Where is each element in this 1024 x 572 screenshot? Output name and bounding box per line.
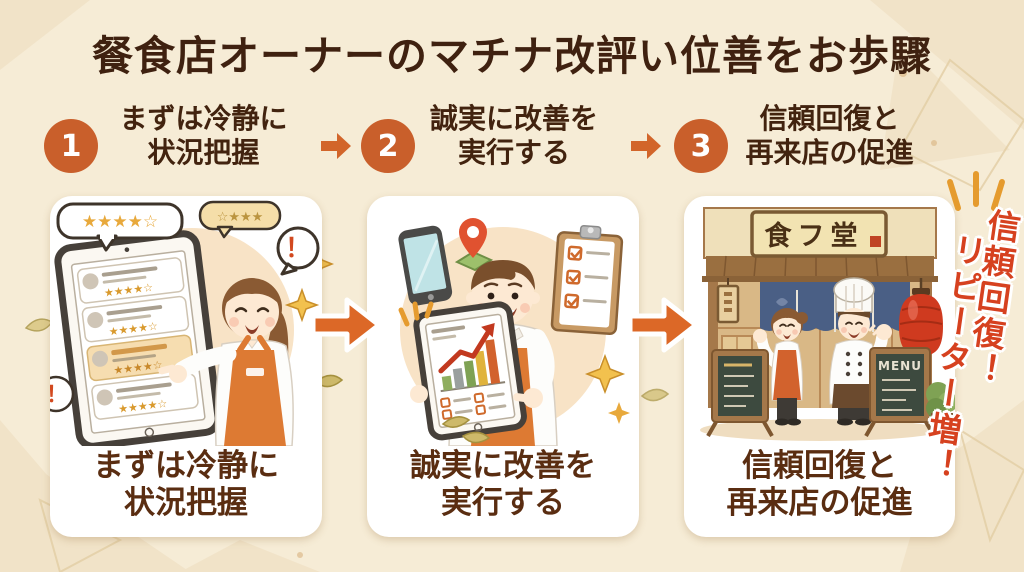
caption-step-2-line2: 実行する (441, 485, 565, 522)
exclamation-bubble-small: ！ (50, 375, 75, 413)
chef-character (829, 277, 892, 426)
svg-text:★★★★☆: ★★★★☆ (82, 212, 158, 232)
caption-step-2: 誠実に改善を 実行する (410, 448, 596, 522)
panel-step-2: 誠実に改善を 実行する (367, 196, 639, 537)
caption-step-3-line1: 信頼回復と (742, 448, 897, 484)
exclamation-bubble: ！ (276, 226, 320, 276)
step-3-number: 3 (674, 119, 728, 173)
step-1-label-line2: 状況把握 (147, 136, 260, 170)
clipboard-icon (550, 224, 624, 336)
header-arrow-1-icon (321, 133, 351, 159)
step-3-label-line2: 再来店の促進 (745, 136, 914, 170)
caption-step-1-line2: 状況把握 (124, 485, 248, 522)
hanging-sign (716, 278, 740, 324)
svg-text:MENU: MENU (878, 359, 922, 373)
caption-step-3: 信頼回復と 再来店の促進 (727, 448, 913, 522)
step-2-label-line1: 誠実に改善を (429, 102, 598, 135)
caption-step-1-line1: まずは冷静に (93, 448, 279, 484)
svg-text:★★★★☆: ★★★★☆ (113, 358, 164, 377)
step-2-label-line2: 実行する (457, 136, 570, 170)
header-arrow-2-icon (631, 133, 661, 159)
chef-hat-icon (833, 277, 875, 313)
step-1-number: 1 (44, 119, 98, 173)
svg-text:食フ堂: 食フ堂 (765, 220, 864, 252)
step-3-label-line1: 信頼回復と (759, 102, 900, 135)
leaf-icon (441, 416, 471, 428)
star-bubble-1: ★★★★☆ (56, 202, 184, 252)
chart-tablet (413, 301, 527, 441)
step-1-label: まずは冷静に 状況把握 (96, 102, 311, 170)
menu-board: MENU (864, 347, 936, 437)
svg-text:★★★★☆: ★★★★☆ (103, 281, 154, 300)
illustration-storefront: 食フ堂 (700, 207, 955, 441)
svg-text:★★★★☆: ★★★★☆ (108, 320, 159, 339)
svg-text:！: ！ (50, 383, 68, 408)
chalkboard-left (706, 349, 774, 437)
panel-arrow-2-icon (628, 297, 698, 353)
rising-bar-chart (438, 322, 506, 393)
page-title: 餐食店オーナーのマチナ改評い位善をお歩驟 (92, 32, 932, 80)
review-tablet: ★★★★☆ ★★★★☆ ★★★★☆ (54, 230, 222, 446)
step-3-label: 信頼回復と 再来店の促進 (712, 102, 947, 170)
svg-text:！: ！ (285, 234, 311, 264)
emphasis-strokes-icon (398, 301, 434, 327)
svg-text:☆★★★: ☆★★★ (217, 210, 264, 225)
map-pin-icon (454, 218, 494, 272)
step-2-label: 誠実に改善を 実行する (408, 102, 620, 170)
caption-step-3-line2: 再来店の促進 (726, 485, 913, 522)
illustration-improvement (398, 218, 630, 446)
woman-character (158, 278, 294, 446)
caption-step-1: まずは冷静に 状況把握 (93, 448, 279, 522)
sparkle-icon (608, 402, 630, 424)
panel-step-1: ★★★★☆ ★★★★☆ ★★★★☆ (50, 196, 322, 537)
step-1-label-line1: まずは冷静に (119, 102, 288, 135)
panel-step-3: 食フ堂 (684, 196, 955, 537)
svg-text:★★★★☆: ★★★★☆ (118, 397, 169, 416)
sparkle-icon (584, 353, 626, 395)
shop-sign: 食フ堂 (750, 210, 888, 258)
bush-icon (926, 382, 955, 429)
smartphone-icon (398, 225, 453, 306)
man-character (410, 260, 558, 446)
sparkle-icon (284, 287, 320, 323)
caption-step-2-line1: 誠実に改善を (410, 448, 596, 484)
banner-emphasis-strokes-icon (947, 171, 1005, 211)
staff-woman (753, 308, 808, 426)
illustration-review-check: ★★★★☆ ★★★★☆ ★★★★☆ (50, 200, 320, 446)
star-bubble-2: ☆★★★ (198, 200, 282, 239)
leaf-icon (461, 431, 491, 444)
step-2-number: 2 (361, 119, 415, 173)
panel-arrow-1-icon (311, 297, 381, 353)
